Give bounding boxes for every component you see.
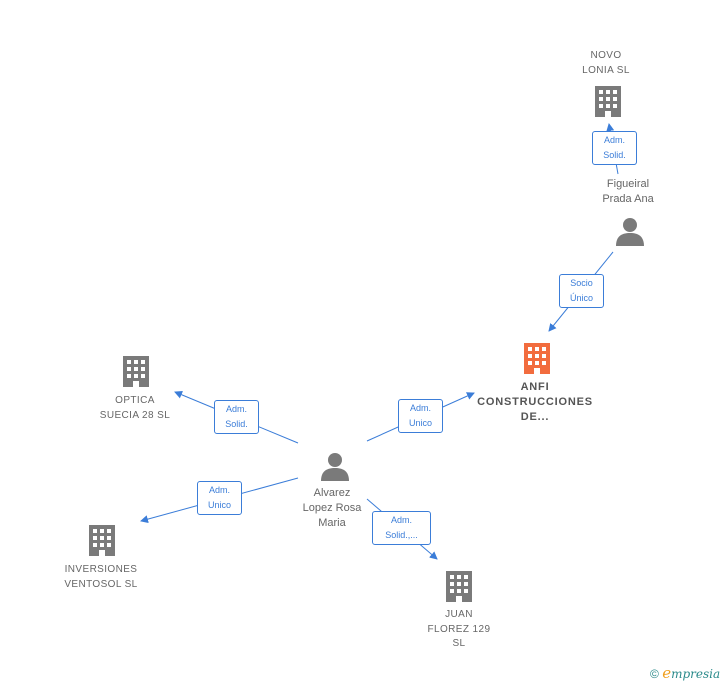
copyright-symbol: ©	[650, 667, 659, 681]
edge-label-alvarez-anfi[interactable]: Adm. Unico	[398, 399, 443, 433]
brand-rest: mpresia	[671, 667, 721, 681]
building-icon[interactable]	[592, 84, 624, 118]
building-icon[interactable]	[443, 569, 475, 603]
node-label-figueiral[interactable]: Figueiral Prada Ana	[602, 178, 654, 205]
building-icon[interactable]	[120, 354, 152, 388]
building-icon[interactable]	[86, 523, 118, 557]
empresia-brand[interactable]: © empresia	[650, 664, 720, 682]
edge-label-alvarez-juan[interactable]: Adm. Solid.,...	[372, 511, 431, 545]
node-label-novo-lonia[interactable]: NOVO LONIA SL	[582, 50, 630, 76]
edge-label-alvarez-optica[interactable]: Adm. Solid.	[214, 400, 259, 434]
edge-label-alvarez-inversiones[interactable]: Adm. Unico	[197, 481, 242, 515]
node-label-optica[interactable]: OPTICA SUECIA 28 SL	[99, 395, 171, 421]
person-icon[interactable]	[614, 216, 646, 246]
focus-building-icon[interactable]	[521, 341, 553, 375]
node-label-alvarez[interactable]: Alvarez Lopez Rosa Maria	[302, 487, 362, 529]
edge-label-figueiral-novo[interactable]: Adm. Solid.	[592, 131, 637, 165]
brand-e: e	[662, 664, 672, 682]
node-label-inversiones[interactable]: INVERSIONES VENTOSOL SL	[64, 564, 138, 590]
edge-label-figueiral-anfi[interactable]: Socio Único	[559, 274, 604, 308]
node-label-anfi[interactable]: ANFI CONSTRUCCIONES DE...	[477, 381, 593, 423]
person-icon[interactable]	[319, 451, 351, 481]
node-label-juan[interactable]: JUAN FLOREZ 129 SL	[427, 609, 491, 649]
